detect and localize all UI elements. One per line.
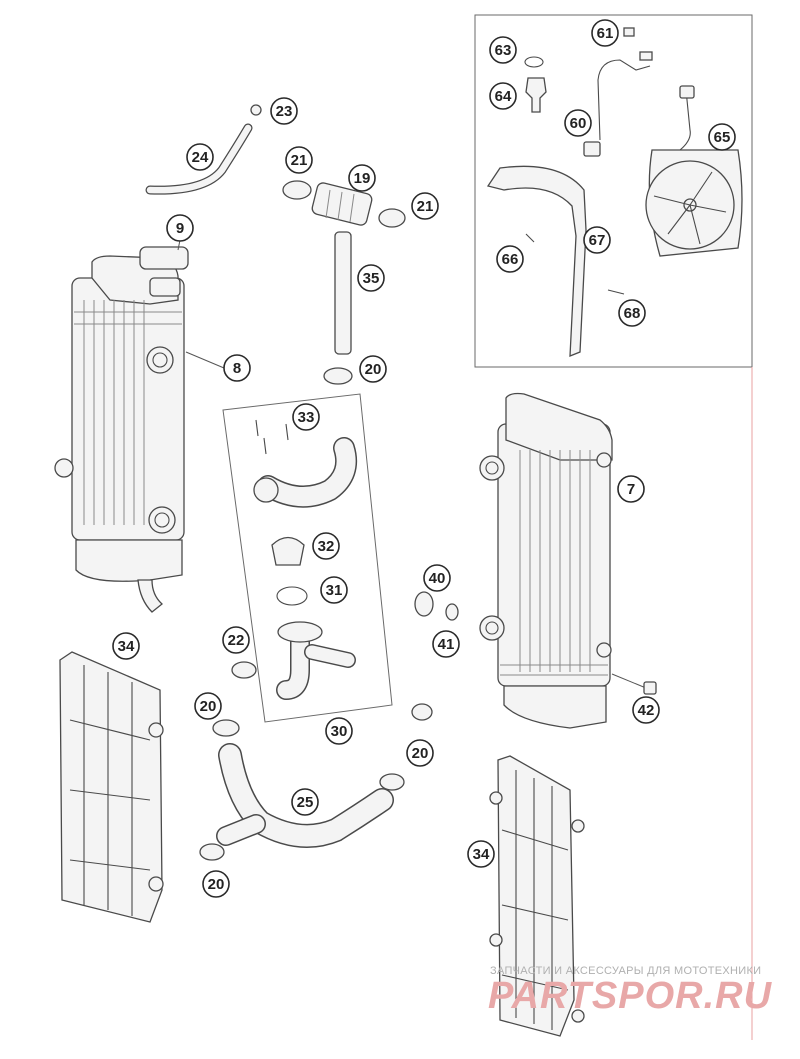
callout-32: 32 <box>312 532 340 560</box>
hose-clamp-20a <box>323 367 353 385</box>
screws <box>255 419 289 455</box>
callout-7: 7 <box>617 475 645 503</box>
svg-text:30: 30 <box>331 723 348 740</box>
thermostat <box>271 536 305 566</box>
thermostat-group-frame <box>222 393 393 723</box>
svg-text:63: 63 <box>495 42 512 59</box>
watermark-caption: ЗАПЧАСТИ И АКСЕССУАРЫ ДЛЯ МОТОТЕХНИКИ <box>490 965 762 977</box>
svg-text:25: 25 <box>297 794 314 811</box>
svg-text:9: 9 <box>176 220 184 237</box>
hose-clamp-20b <box>212 719 240 737</box>
svg-text:64: 64 <box>495 88 512 105</box>
leader-8 <box>185 351 225 369</box>
hose-clamp-20c-lower <box>379 773 405 791</box>
rubber-grommet <box>414 591 434 617</box>
svg-text:42: 42 <box>638 702 655 719</box>
hose-connector <box>311 182 373 226</box>
callout-33: 33 <box>292 403 320 431</box>
svg-text:20: 20 <box>200 698 217 715</box>
hose-clamp-21a <box>282 180 312 200</box>
right-radiator <box>479 392 613 729</box>
svg-text:66: 66 <box>502 251 519 268</box>
callout-61: 61 <box>591 19 619 47</box>
connector-pipe <box>334 231 352 355</box>
callout-42: 42 <box>632 696 660 724</box>
callout-63: 63 <box>489 36 517 64</box>
svg-text:41: 41 <box>438 636 455 653</box>
fan <box>645 85 743 257</box>
svg-text:60: 60 <box>570 115 587 132</box>
svg-text:7: 7 <box>627 481 635 498</box>
callout-20c: 20 <box>406 739 434 767</box>
svg-text:65: 65 <box>714 129 731 146</box>
right-radiator-guard <box>489 755 585 1037</box>
temperature-switch <box>525 77 547 113</box>
fan-wiring-harness <box>597 59 651 141</box>
svg-text:20: 20 <box>412 745 429 762</box>
svg-text:8: 8 <box>233 360 241 377</box>
fan-pin <box>607 289 625 295</box>
left-radiator <box>54 246 189 613</box>
callout-66: 66 <box>496 245 524 273</box>
callout-25: 25 <box>291 788 319 816</box>
left-radiator-guard <box>59 651 164 923</box>
svg-text:67: 67 <box>589 232 606 249</box>
svg-text:23: 23 <box>276 103 293 120</box>
svg-text:34: 34 <box>473 846 490 863</box>
hose-clip <box>250 104 262 116</box>
svg-text:35: 35 <box>363 270 380 287</box>
svg-text:61: 61 <box>597 25 614 42</box>
fan-bracket <box>486 165 587 357</box>
callout-21b: 21 <box>411 192 439 220</box>
callout-20d: 20 <box>202 870 230 898</box>
callout-30: 30 <box>325 717 353 745</box>
callout-24: 24 <box>186 143 214 171</box>
hose-clamp-20d <box>199 843 225 861</box>
callout-35: 35 <box>357 264 385 292</box>
svg-text:20: 20 <box>208 876 225 893</box>
svg-text:20: 20 <box>365 361 382 378</box>
hose-clamp-20c <box>411 703 433 721</box>
callout-20a: 20 <box>359 355 387 383</box>
svg-text:24: 24 <box>192 149 209 166</box>
callout-23: 23 <box>270 97 298 125</box>
gasket-ring <box>524 56 544 68</box>
callout-34b: 34 <box>467 840 495 868</box>
callout-64: 64 <box>489 82 517 110</box>
collar-screw <box>643 681 657 695</box>
callout-21a: 21 <box>285 146 313 174</box>
hose-clamp-21b <box>378 208 406 228</box>
svg-text:19: 19 <box>354 170 371 187</box>
washer <box>445 603 459 621</box>
svg-text:22: 22 <box>228 632 245 649</box>
svg-text:34: 34 <box>118 638 135 655</box>
callout-8: 8 <box>223 354 251 382</box>
callout-41: 41 <box>432 630 460 658</box>
callout-34a: 34 <box>112 632 140 660</box>
callout-65: 65 <box>708 123 736 151</box>
hose-clamp-22 <box>231 661 257 679</box>
o-ring <box>276 586 308 606</box>
callout-20b: 20 <box>194 692 222 720</box>
callout-40: 40 <box>423 564 451 592</box>
svg-text:21: 21 <box>417 198 434 215</box>
callout-67: 67 <box>583 226 611 254</box>
leader-42 <box>611 673 647 689</box>
svg-text:68: 68 <box>624 305 641 322</box>
fan-kit-inset-frame <box>474 14 753 368</box>
svg-text:33: 33 <box>298 409 315 426</box>
svg-text:40: 40 <box>429 570 446 587</box>
callout-22: 22 <box>222 626 250 654</box>
svg-text:31: 31 <box>326 582 343 599</box>
callout-19: 19 <box>348 164 376 192</box>
svg-text:32: 32 <box>318 538 335 555</box>
callout-31: 31 <box>320 576 348 604</box>
svg-text:21: 21 <box>291 152 308 169</box>
bracket-screw <box>525 233 535 243</box>
callout-68: 68 <box>618 299 646 327</box>
watermark-logo: PARTSPOR.RU <box>488 975 773 1017</box>
callout-60: 60 <box>564 109 592 137</box>
callout-9: 9 <box>166 214 194 242</box>
